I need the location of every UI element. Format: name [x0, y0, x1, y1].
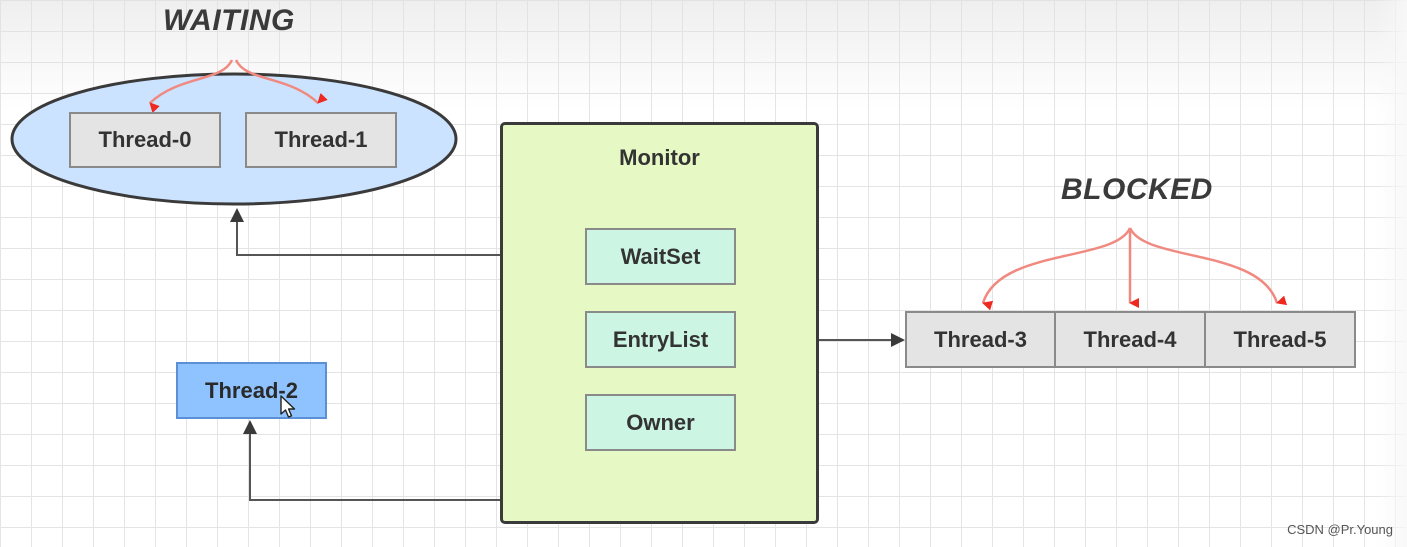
- thread-5-box: Thread-5: [1204, 311, 1356, 368]
- waiting-label: WAITING: [163, 4, 295, 37]
- mouse-cursor-icon: [280, 395, 296, 418]
- watermark: CSDN @Pr.Young: [1287, 522, 1393, 537]
- blocked-arrow-thread-5: [1128, 227, 1288, 306]
- waiting-arrow-thread-0: [149, 59, 234, 113]
- entrylist-box: EntryList: [585, 311, 736, 368]
- waitset-connector: [230, 208, 585, 256]
- thread-3-box: Thread-3: [905, 311, 1056, 368]
- thread-4-box: Thread-4: [1054, 311, 1206, 368]
- blocked-label: BLOCKED: [1061, 173, 1213, 206]
- monitor-box: Monitor: [500, 122, 819, 524]
- waitset-box: WaitSet: [585, 228, 736, 285]
- thread-2-box: Thread-2: [176, 362, 327, 419]
- waiting-set-ellipse: [10, 72, 458, 206]
- blocked-arrow-thread-3: [981, 227, 1132, 311]
- monitor-title: Monitor: [619, 145, 700, 170]
- waiting-arrow-thread-1: [234, 59, 328, 104]
- thread-1-box: Thread-1: [245, 112, 397, 168]
- thread-0-box: Thread-0: [69, 112, 221, 168]
- owner-box: Owner: [585, 394, 736, 451]
